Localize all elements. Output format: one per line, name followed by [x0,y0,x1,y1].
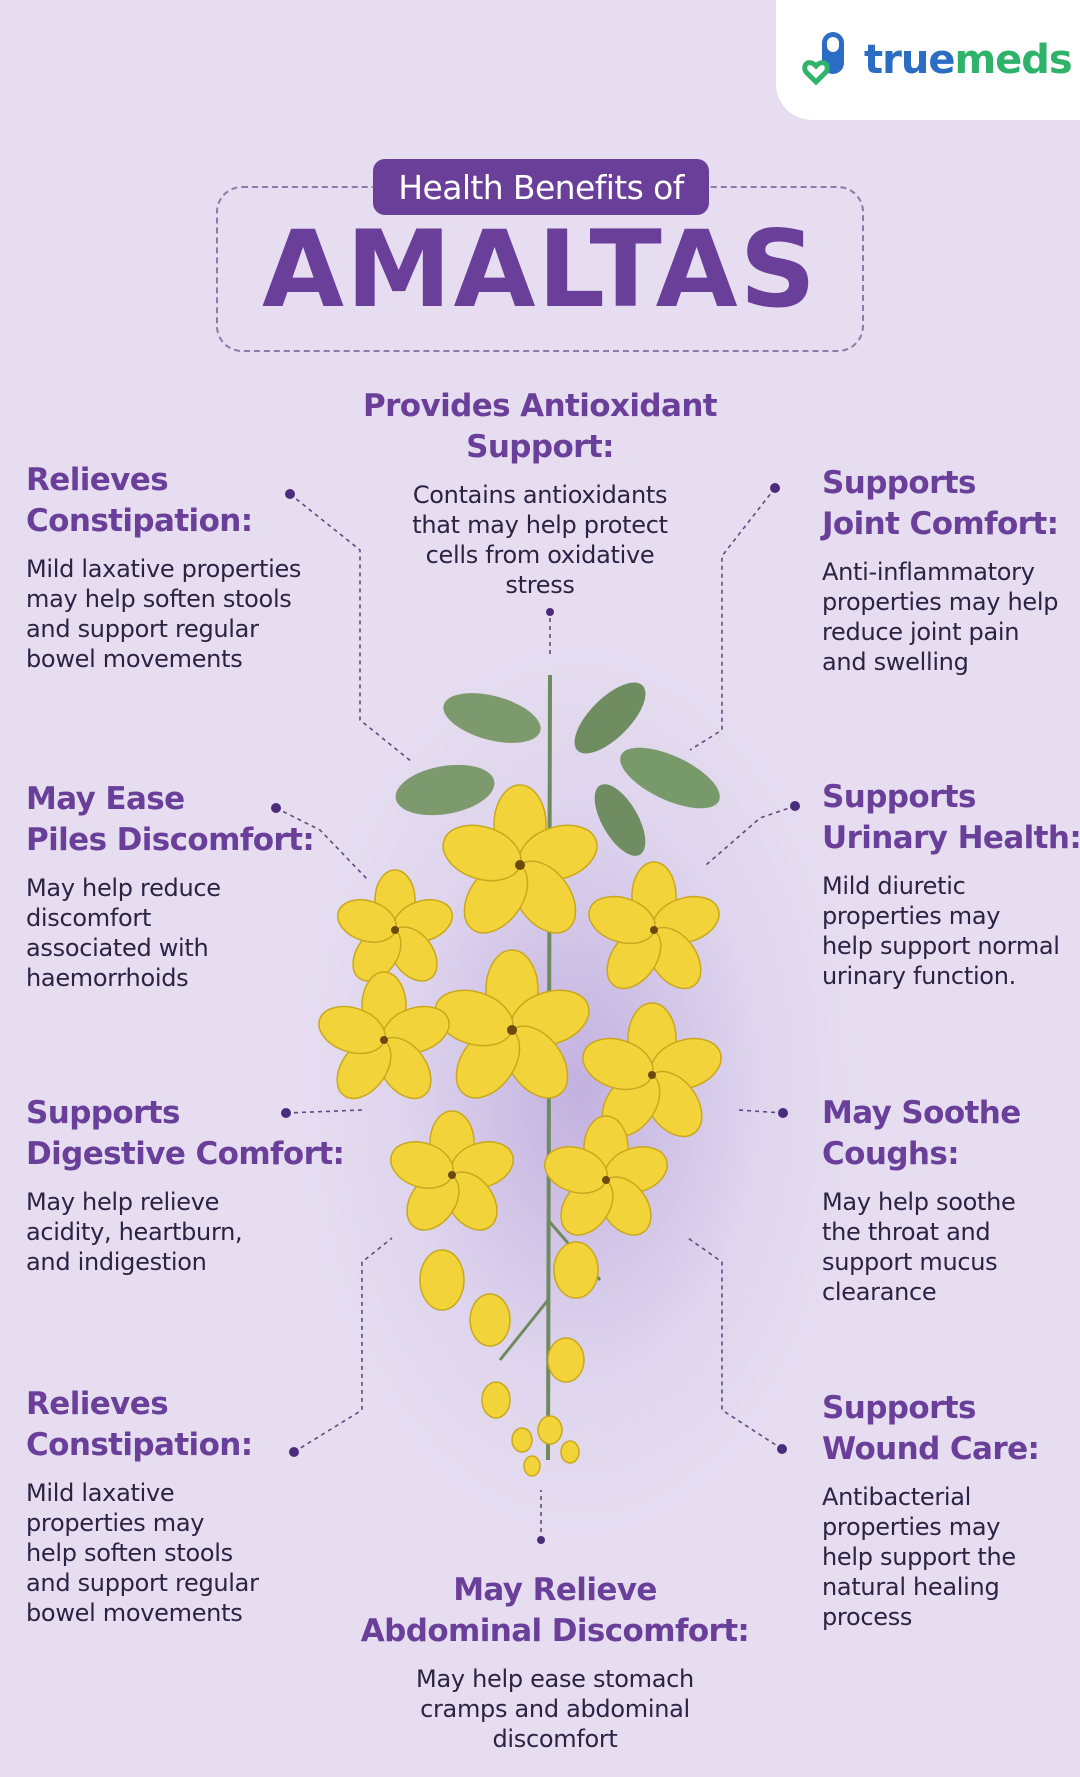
amaltas-flower-cluster-icon [318,674,722,1477]
benefit-constipation-1: Relieves Constipation: Mild laxative pro… [26,460,326,674]
brand-part2: meds [954,37,1072,83]
benefit-title: May Relieve Abdominal Discomfort: [360,1572,750,1649]
brand-logo[interactable]: truemeds [776,0,1080,120]
benefit-description: Antibacterial properties may help suppor… [822,1483,1016,1631]
benefit-description: Mild diuretic properties may help suppor… [822,872,1060,990]
benefit-joint: Supports Joint Comfort: Anti-inflammator… [822,463,1072,677]
benefit-title: May Soothe Coughs: [822,1095,1021,1172]
benefit-digestive: Supports Digestive Comfort: May help rel… [26,1093,346,1277]
page-title: AMALTAS [261,208,818,331]
background-glow [300,640,860,1540]
benefit-abdominal: May Relieve Abdominal Discomfort: May he… [330,1570,780,1754]
benefit-description: Mild laxative properties may help soften… [26,1479,259,1627]
benefit-piles: May Ease Piles Discomfort: May help redu… [26,779,326,993]
benefit-description: May help reduce discomfort associated wi… [26,874,221,992]
benefit-title: Supports Joint Comfort: [822,465,1059,542]
benefit-title: Supports Wound Care: [822,1390,1040,1467]
benefit-title: Provides Antioxidant Support: [362,388,718,465]
benefit-description: Contains antioxidants that may help prot… [412,481,668,599]
benefit-description: May help soothe the throat and support m… [822,1188,1016,1306]
benefit-wound: Supports Wound Care: Antibacterial prope… [822,1388,1072,1632]
benefit-urinary: Supports Urinary Health: Mild diuretic p… [822,777,1080,991]
brand-part1: true [864,37,955,83]
benefit-title: Supports Urinary Health: [822,779,1080,856]
pill-heart-icon [802,32,844,86]
brand-wordmark: truemeds [864,37,1073,83]
benefit-description: May help ease stomach cramps and abdomin… [416,1665,694,1753]
benefit-title: Supports Digestive Comfort: [26,1095,345,1172]
benefit-antioxidant: Provides Antioxidant Support: Contains a… [330,386,750,600]
benefit-title: May Ease Piles Discomfort: [26,781,315,858]
benefit-description: Mild laxative properties may help soften… [26,555,302,673]
benefit-title: Relieves Constipation: [26,462,253,539]
benefit-description: Anti-inflammatory properties may help re… [822,558,1059,676]
benefit-title: Relieves Constipation: [26,1386,253,1463]
benefit-coughs: May Soothe Coughs: May help soothe the t… [822,1093,1072,1307]
benefit-constipation-2: Relieves Constipation: Mild laxative pro… [26,1384,326,1628]
title-kicker: Health Benefits of [373,159,709,215]
benefit-description: May help relieve acidity, heartburn, and… [26,1188,243,1276]
